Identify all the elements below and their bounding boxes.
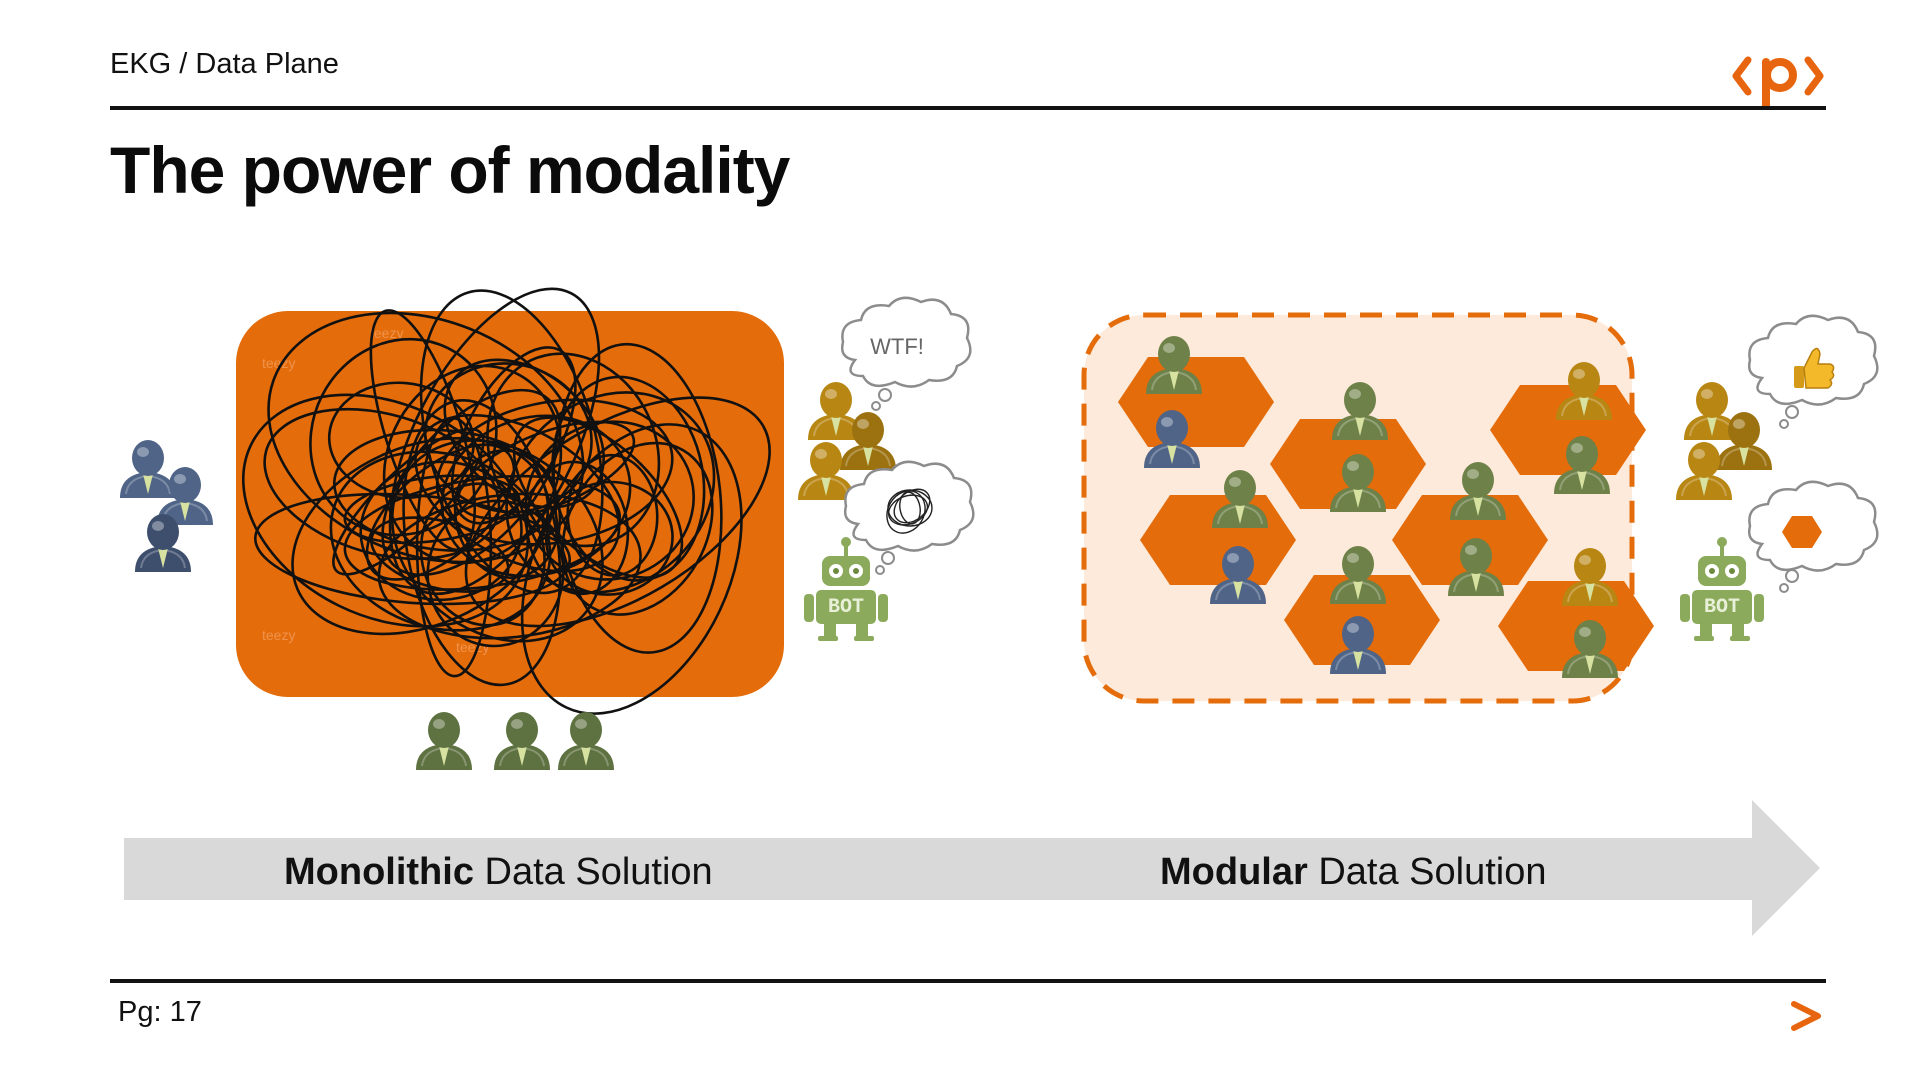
thumbs-up-thought-bubble [1747, 314, 1879, 429]
watermark-text: teezy [456, 639, 489, 655]
bot-label: BOT [828, 596, 864, 619]
scribble-loop [450, 346, 577, 525]
scribble-loop [359, 460, 523, 602]
hexagon-thought-bubble [1747, 480, 1879, 593]
scribble-loop [505, 391, 716, 594]
bot-label: BOT [1704, 596, 1740, 619]
scribble-loop [343, 474, 521, 545]
person-group-green-bottom [415, 711, 615, 771]
person-icon [797, 441, 855, 501]
brand-logo-icon [1732, 56, 1824, 110]
page-number: Pg: 17 [118, 996, 202, 1028]
person-icon [493, 711, 551, 771]
wtf-text: WTF! [870, 334, 924, 359]
confused-thought-bubble [843, 460, 975, 575]
person-group-gold-right [1675, 381, 1773, 501]
chevron-right-icon[interactable] [1791, 1001, 1821, 1031]
footer-divider [110, 979, 1826, 983]
person-icon [557, 711, 615, 771]
monolithic-label: Monolithic Data Solution [284, 851, 713, 893]
scribble-loop [486, 352, 661, 548]
tangle-scribble-icon [241, 287, 771, 715]
scribble-loop [327, 381, 476, 500]
person-icon [119, 439, 177, 499]
scribble-loop [388, 287, 601, 596]
scribble-loop [254, 492, 571, 606]
hexagon-module [1140, 495, 1296, 585]
scribble-loop [512, 416, 684, 579]
breadcrumb: EKG / Data Plane [110, 48, 339, 80]
hexagon-module [1118, 357, 1274, 447]
bot-icon: BOT [802, 535, 890, 643]
scribble-loop [332, 427, 485, 576]
monolithic-panel: teezy teezy teezy teezy [236, 287, 784, 715]
person-icon [415, 711, 473, 771]
hexagon-icon [1782, 516, 1822, 548]
modular-panel [1081, 312, 1654, 704]
mini-scribble-icon [886, 488, 933, 534]
scribble-loop [329, 450, 552, 632]
scribble-loop [333, 428, 558, 552]
watermark-text: teezy [262, 627, 295, 643]
scribble-loop [402, 399, 562, 687]
person-group-blue-left [119, 439, 214, 573]
scribble-loop [544, 480, 674, 596]
scribble-loop [464, 396, 771, 628]
watermark-text: teezy [370, 325, 403, 341]
scribble-loop [561, 441, 714, 616]
bot-icon: BOT [1678, 535, 1766, 643]
person-icon [1675, 441, 1733, 501]
wtf-thought-bubble: WTF! [840, 296, 972, 411]
page-title: The power of modality [110, 133, 790, 207]
thumbs-up-icon [1794, 347, 1835, 389]
progression-arrow: Monolithic Data Solution Modular Data So… [124, 800, 1820, 936]
watermark-text: teezy [262, 355, 295, 371]
modular-label: Modular Data Solution [1160, 851, 1547, 893]
scribble-loop [391, 439, 604, 643]
scribble-loop [419, 482, 546, 627]
scribble-loop [566, 453, 659, 577]
header-divider [110, 106, 1826, 110]
scribble-loop [343, 474, 622, 591]
next-slide-button[interactable] [1786, 996, 1826, 1036]
